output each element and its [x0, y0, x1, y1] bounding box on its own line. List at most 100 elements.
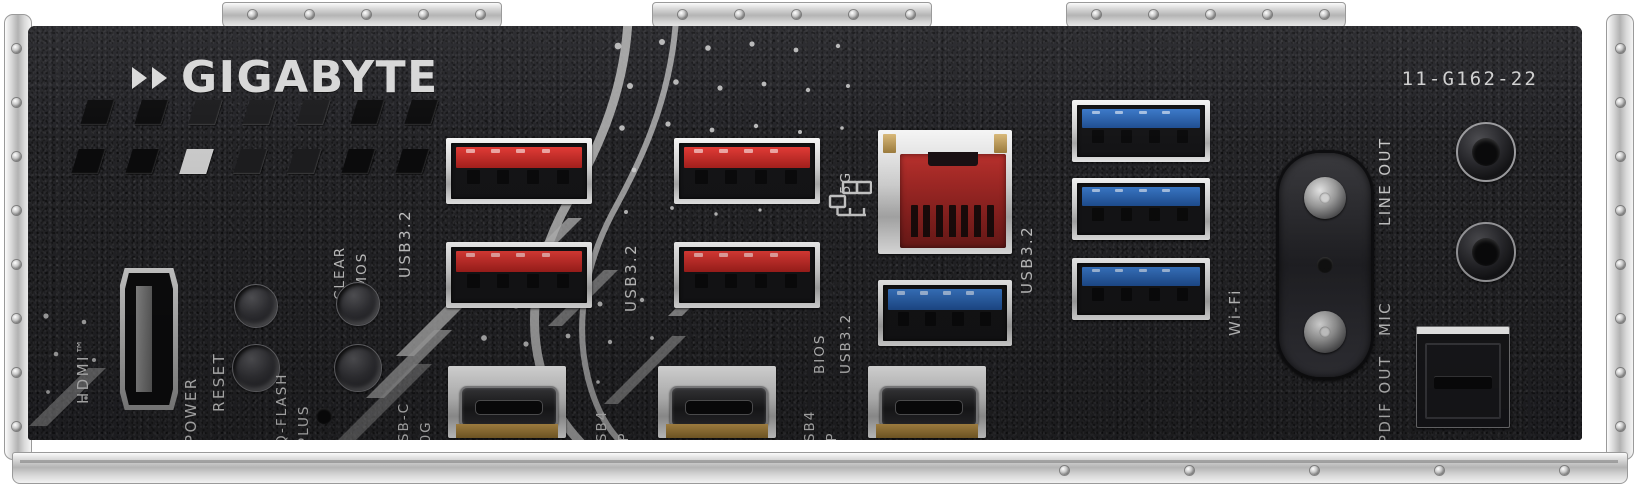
usb32-red-b1[interactable]	[679, 143, 815, 199]
clear-cmos-button[interactable]	[336, 282, 380, 326]
label-usb4-dp1-line2: DP	[616, 431, 632, 440]
rivet-top-1-2	[792, 10, 801, 19]
label-hdmi: HDMI™	[74, 336, 92, 404]
brand-name: GIGABYTE	[181, 52, 439, 103]
label-spdif-out: SPDIF OUT	[1376, 354, 1394, 441]
spdif-shutter	[1434, 376, 1492, 389]
rivet-bottom-0	[1060, 466, 1069, 475]
usb32-blue-2[interactable]	[1077, 183, 1205, 235]
usb4-dp2-port[interactable]	[880, 386, 978, 428]
usb32-red-b1-shell	[674, 138, 820, 204]
rivet-right-0	[1616, 44, 1625, 53]
label-reset: RESET	[210, 351, 228, 412]
label-usbc-10g-line1: USB-C	[396, 401, 412, 440]
usb32-red-b2[interactable]	[679, 247, 815, 303]
usb32-red-a2-shell	[446, 242, 592, 308]
rivet-top-0-4	[476, 10, 485, 19]
usb-c-slot	[475, 400, 543, 416]
lan-led-right	[994, 134, 1007, 153]
usb-c-10g-shell	[448, 366, 566, 438]
rivet-top-2-1	[1149, 10, 1158, 19]
bottom-rail-groove	[20, 460, 1618, 463]
label-usb32-group-b: USB3.2	[622, 242, 640, 312]
usb32-red-b2-shell	[674, 242, 820, 308]
spdif-optical-out-port[interactable]	[1416, 326, 1510, 428]
rivet-top-1-1	[735, 10, 744, 19]
network-lan-icon	[828, 180, 872, 217]
usb32-blue-3[interactable]	[1077, 263, 1205, 315]
usb-tongue	[684, 251, 810, 272]
usb32-blue-1-shell	[1072, 100, 1210, 162]
line-out-jack[interactable]	[1456, 122, 1516, 182]
rivet-top-1-3	[849, 10, 858, 19]
rivet-right-6	[1616, 368, 1625, 377]
usb32-red-a1-shell	[446, 138, 592, 204]
usb4-dp2-shell	[868, 366, 986, 438]
qflash-plus-button[interactable]	[334, 344, 382, 392]
label-qflash-plus-line1: Q-FLASH	[274, 372, 290, 440]
rivet-right-3	[1616, 206, 1625, 215]
usb32-blue-bios-shell	[878, 280, 1012, 346]
usb-tongue	[887, 289, 1003, 310]
usb-tongue	[684, 147, 810, 168]
usb-tongue	[456, 251, 582, 272]
usb32-blue-2-shell	[1072, 178, 1210, 240]
rivet-left-1	[12, 98, 21, 107]
label-usb4-dp2-line2: DP	[824, 431, 840, 440]
wifi-antenna-connector-bottom[interactable]	[1304, 311, 1346, 353]
usb32-red-a1[interactable]	[451, 143, 587, 199]
usb32-blue-bios-port[interactable]	[883, 285, 1007, 341]
hdmi-tongue	[135, 286, 152, 392]
lan-rj45-shell	[878, 130, 1012, 254]
rivet-top-0-1	[305, 10, 314, 19]
usb-c-10g-port[interactable]	[460, 386, 558, 428]
label-mic: MIC	[1376, 300, 1394, 336]
lan-rj45-port[interactable]	[900, 152, 1006, 248]
rivet-bottom-2	[1310, 466, 1319, 475]
rivet-right-7	[1616, 422, 1625, 431]
qflash-led-hole	[316, 408, 332, 424]
rivet-left-5	[12, 314, 21, 323]
label-usbc-10g-line2: 10G	[418, 420, 434, 440]
wifi-antenna-block[interactable]	[1276, 150, 1374, 380]
usb32-blue-3-shell	[1072, 258, 1210, 320]
label-usb32-group-a: USB3.2	[396, 208, 414, 278]
reset-button[interactable]	[234, 284, 278, 328]
right-side-rail	[1606, 14, 1634, 460]
rivet-top-1-0	[678, 10, 687, 19]
rivet-left-2	[12, 152, 21, 161]
rivet-right-5	[1616, 314, 1625, 323]
hdmi-port[interactable]	[120, 268, 178, 410]
usb-c-pcb-edge	[666, 424, 768, 438]
mic-jack[interactable]	[1456, 222, 1516, 282]
hdmi-port-cavity	[125, 273, 173, 405]
usb4-dp1-port[interactable]	[670, 386, 768, 428]
rivet-bottom-3	[1435, 466, 1444, 475]
rivet-top-0-0	[248, 10, 257, 19]
spdif-cavity	[1425, 343, 1501, 419]
usb32-red-a2[interactable]	[451, 247, 587, 303]
rivet-top-2-2	[1206, 10, 1215, 19]
power-button[interactable]	[232, 344, 280, 392]
wifi-center-screw	[1317, 257, 1333, 273]
label-power: POWER	[182, 376, 200, 440]
double-chevron-icon	[132, 66, 167, 89]
rivet-left-0	[12, 44, 21, 53]
usb-c-pcb-edge	[876, 424, 978, 438]
rivet-top-2-4	[1320, 10, 1329, 19]
usb-c-slot	[895, 400, 963, 416]
rivet-top-2-0	[1092, 10, 1101, 19]
usb-tongue	[1082, 109, 1200, 128]
usb-c-pcb-edge	[456, 424, 558, 438]
wifi-antenna-connector-top[interactable]	[1304, 177, 1346, 219]
bottom-rail	[12, 452, 1628, 484]
brand-logo: GIGABYTE	[132, 52, 439, 103]
rj45-latch-notch	[927, 152, 979, 166]
rivet-right-2	[1616, 152, 1625, 161]
rivet-top-2-3	[1263, 10, 1272, 19]
usb4-dp1-shell	[658, 366, 776, 438]
usb-tongue	[1082, 267, 1200, 286]
usb32-blue-1[interactable]	[1077, 105, 1205, 157]
rivet-right-1	[1616, 98, 1625, 107]
